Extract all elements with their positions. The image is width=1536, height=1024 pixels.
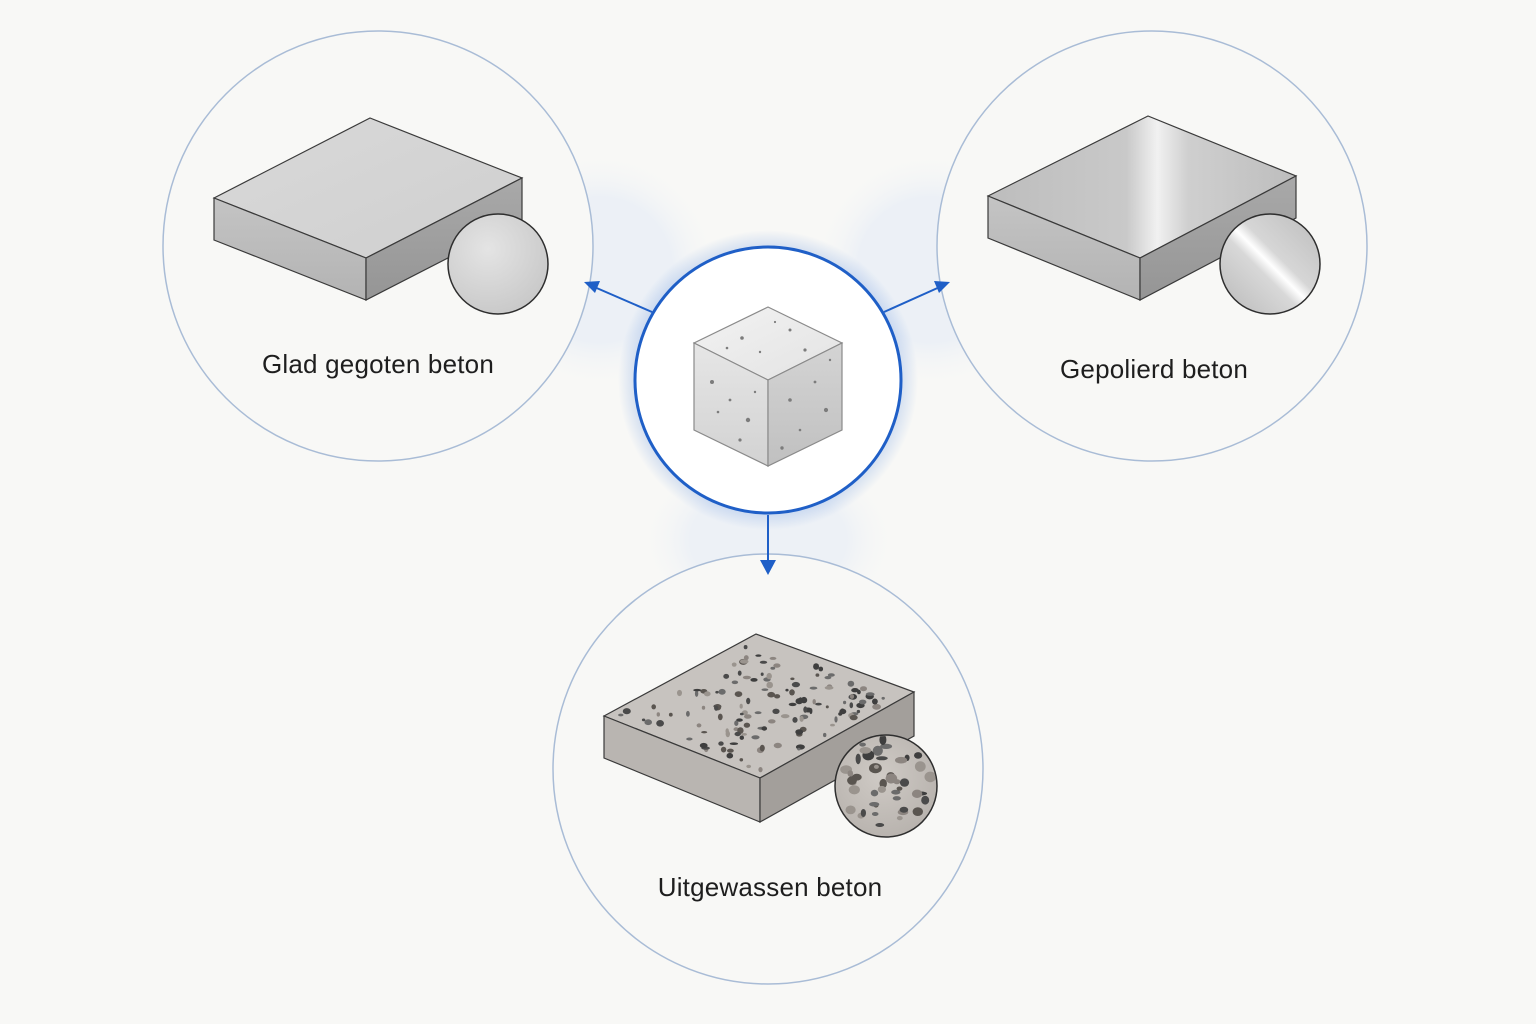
swatch-aggregate-stones [840,736,936,827]
arrowhead-exposed [760,560,776,575]
exposed-aggregate-slab-icon [602,633,916,824]
smooth-swatch [447,213,549,315]
concrete-cube-icon [692,306,844,467]
polished-swatch [1219,213,1321,315]
exposed-swatch [834,734,938,838]
aggregate-stones [618,645,885,773]
label-smooth: Glad gegoten beton [262,349,494,379]
arrowhead-polished [934,281,950,293]
label-polished: Gepolierd beton [1060,354,1248,384]
polished-concrete-slab-icon [986,115,1298,301]
label-exposed: Uitgewassen beton [658,872,883,902]
arrowhead-smooth [584,281,600,293]
